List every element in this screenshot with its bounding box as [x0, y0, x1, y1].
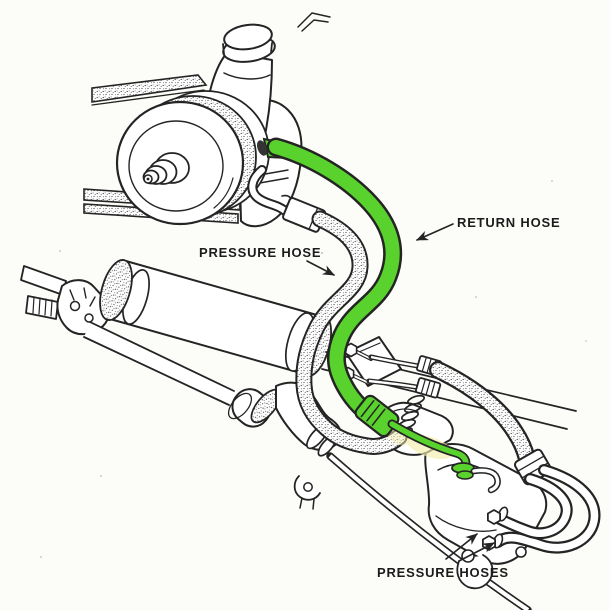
drag-link: [83, 321, 532, 610]
return-hose: [256, 137, 501, 494]
power-steering-pump: [115, 23, 303, 228]
pressure-hose: [247, 165, 408, 455]
pressure-hose-fitting-1: [486, 509, 502, 525]
label-pressure-hoses: PRESSURE HOSES: [377, 565, 509, 580]
u-joint-yoke: [25, 279, 111, 336]
arrow-pressure-hose: [306, 260, 335, 276]
arrow-pressure-hoses-2: [458, 542, 495, 562]
paper-specks: [40, 180, 587, 558]
label-return-hose: RETURN HOSE: [457, 215, 560, 230]
callouts: PRESSURE HOSE RETURN HOSE PRESSURE HOSES: [199, 215, 560, 580]
pulley-hub: [142, 152, 190, 185]
arrow-return-hose: [416, 223, 454, 241]
label-pressure-hose: PRESSURE HOSE: [199, 245, 321, 260]
arrow-pressure-hoses-1: [445, 533, 478, 560]
pressure-line-tubes: [366, 354, 443, 399]
pulley: [115, 90, 270, 226]
